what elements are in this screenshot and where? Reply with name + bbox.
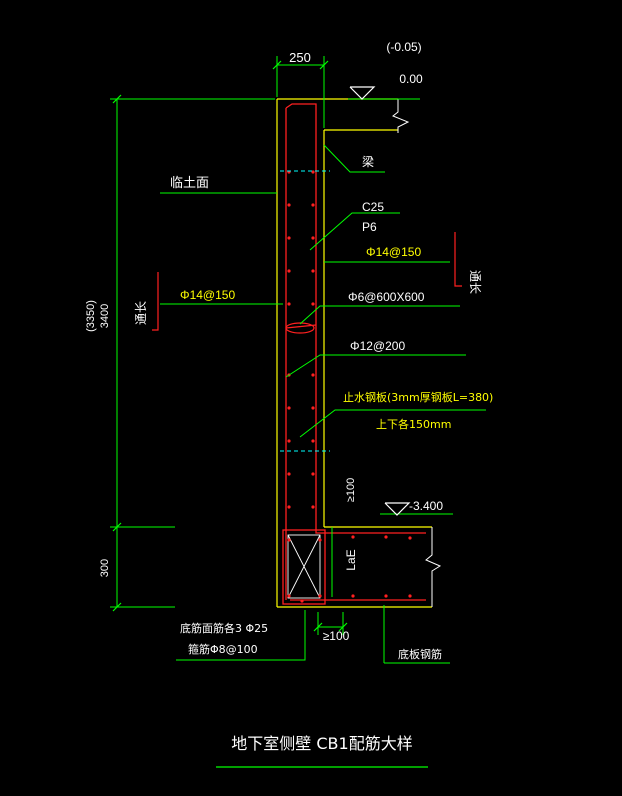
tie-bar-loop bbox=[285, 322, 317, 334]
drawing-title: 地下室侧壁 CB1配筋大样 bbox=[231, 734, 412, 753]
label-rebar-left-vertical: Φ14@150 bbox=[180, 288, 235, 302]
label-base-bars-line2: 箍筋Φ8@100 bbox=[188, 642, 258, 656]
label-through-length-right: 通长 bbox=[468, 270, 482, 294]
wall-rebars bbox=[282, 103, 426, 605]
leader-lines bbox=[160, 144, 486, 664]
label-through-length-left: 通长 bbox=[134, 301, 148, 325]
dimension-top-width: 250 bbox=[289, 50, 311, 65]
base-hatch bbox=[287, 534, 321, 599]
dimension-bottom-extension: ≥100 bbox=[323, 629, 350, 643]
label-waterstop-line2: 上下各150mm bbox=[376, 417, 451, 431]
dimension-height-main: 3400 bbox=[99, 304, 111, 328]
elevation-bottom: -3.400 bbox=[409, 499, 443, 513]
dimension-lines bbox=[110, 56, 453, 635]
dimension-ticks bbox=[112, 60, 348, 632]
label-soil-face: 临土面 bbox=[170, 176, 209, 191]
label-impermeability: P6 bbox=[362, 220, 377, 234]
label-slab-rebar: 底板钢筋 bbox=[398, 647, 442, 661]
dashed-lines bbox=[280, 170, 330, 452]
wall-outline bbox=[276, 98, 432, 608]
through-length-arrows bbox=[152, 232, 462, 331]
dimension-base-height: 300 bbox=[99, 559, 111, 577]
elevation-top-paren: (-0.05) bbox=[386, 40, 421, 54]
label-tie-bar: Φ6@600X600 bbox=[348, 290, 425, 304]
dimension-height-brackets: (3350) bbox=[85, 300, 97, 332]
elevation-top: 0.00 bbox=[399, 72, 423, 86]
label-horizontal-bar: Φ12@200 bbox=[350, 339, 405, 353]
label-base-bars-line1: 底筋面筋各3 Φ25 bbox=[180, 621, 268, 635]
dimension-anchor-length: ≥100 bbox=[345, 478, 357, 502]
label-rebar-right-vertical: Φ14@150 bbox=[366, 245, 421, 259]
label-waterstop-line1: 止水钢板(3mm厚钢板L=380) bbox=[343, 390, 493, 404]
rebar-dots bbox=[287, 170, 412, 603]
break-lines bbox=[392, 99, 442, 607]
label-beam: 梁 bbox=[362, 154, 374, 169]
elevation-markers bbox=[349, 86, 411, 516]
label-concrete-grade: C25 bbox=[362, 200, 384, 214]
dimension-lap-length: LaE bbox=[344, 549, 358, 570]
